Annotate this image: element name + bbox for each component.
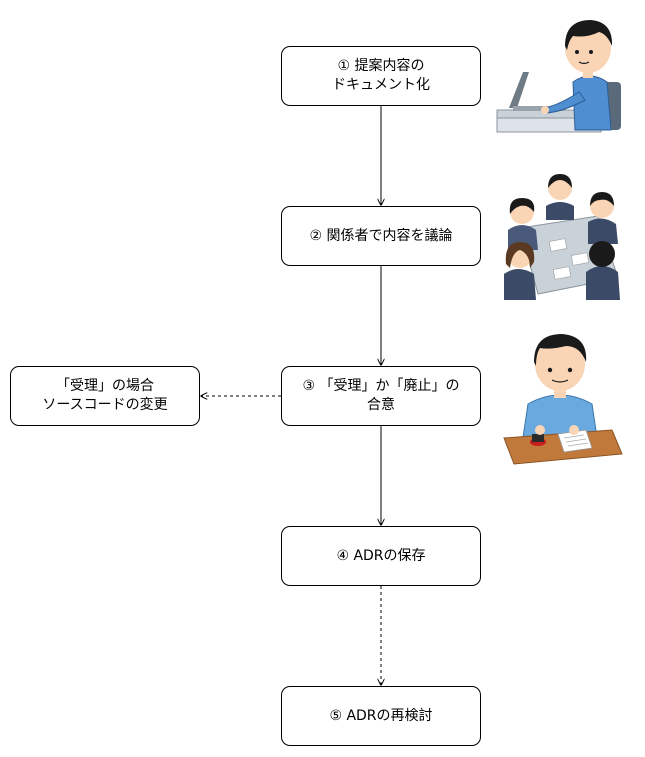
step-1-label-line1: ① 提案内容の [337,58,425,74]
side-node-code-change: 「受理」の場合 ソースコードの変更 [10,366,200,426]
step-3-agree-accept-or-deprecate: ③ 「受理」か「廃止」の 合意 [281,366,481,426]
step-3-label-line1: ③ 「受理」か「廃止」の [302,378,460,394]
step-5-label: ⑤ ADRの再検討 [329,707,433,724]
meeting-group-icon [504,174,620,300]
side-node-label-line2: ソースコードの変更 [42,397,168,413]
step-2-label: ② 関係者で内容を議論 [309,227,453,244]
step-3-label-line2: 合意 [366,397,395,413]
person-at-laptop-icon [496,20,621,133]
step-4-save-adr: ④ ADRの保存 [281,526,481,586]
side-node-label-line1: 「受理」の場合 [56,378,154,394]
step-2-discuss-with-stakeholders: ② 関係者で内容を議論 [281,206,481,266]
step-1-label-line2: ドキュメント化 [332,77,430,93]
step-1-document-proposal: ① 提案内容の ドキュメント化 [281,46,481,106]
step-4-label: ④ ADRの保存 [336,547,426,564]
person-stamping-document-icon [503,334,623,465]
step-5-revisit-adr: ⑤ ADRの再検討 [281,686,481,746]
